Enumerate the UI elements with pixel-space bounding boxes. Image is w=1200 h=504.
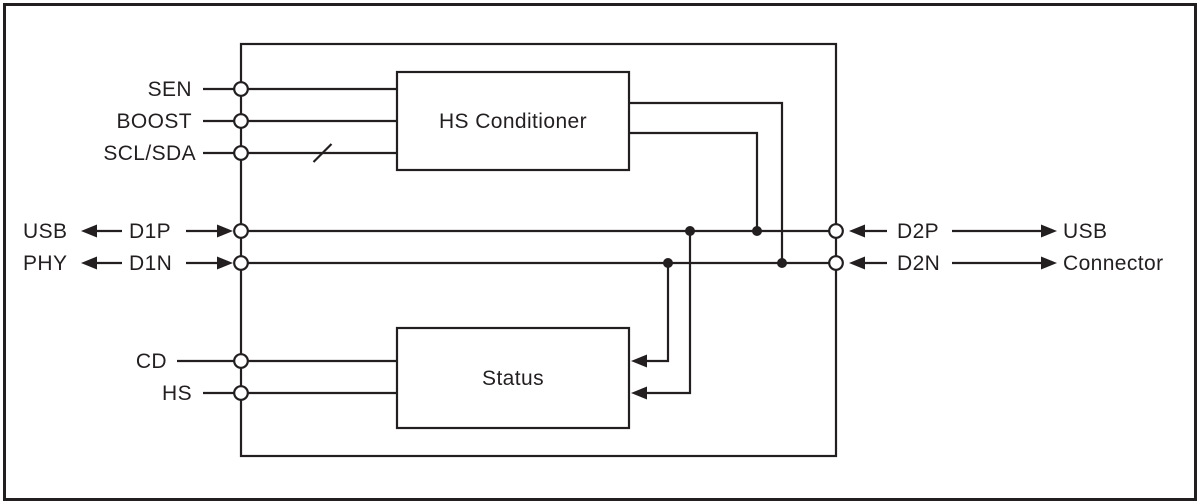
junction-dots (663, 226, 787, 268)
label-d1p: D1P (129, 220, 171, 243)
arrowhead-into-status-lower (631, 386, 647, 400)
pin-d1p (233, 223, 249, 239)
pin-labels: SEN BOOST SCL/SDA USB D1P PHY D1N CD HS … (23, 78, 1164, 405)
junction-d1p-status (685, 226, 695, 236)
pin-hs (233, 385, 249, 401)
wires (96, 87, 1042, 395)
hs-conditioner-block: HS Conditioner (395, 70, 631, 172)
arrowhead-d2n-to-connector (1041, 256, 1057, 270)
junction-d1n-hscond (777, 258, 787, 268)
pin-cd (233, 353, 249, 369)
arrowhead-d2p-into-pin (849, 224, 865, 238)
arrowhead-d2p-to-connector (1041, 224, 1057, 238)
chip-boundary (239, 42, 838, 458)
label-connector-right: Connector (1063, 252, 1164, 275)
wire-hscond-to-d1p (629, 131, 759, 231)
label-boost: BOOST (116, 110, 192, 133)
label-scl-sda: SCL/SDA (103, 142, 196, 165)
wire-d1n-to-status (647, 263, 670, 363)
pin-d2p (828, 223, 844, 239)
label-phy-left: PHY (23, 252, 67, 275)
status-block: Status (395, 326, 631, 430)
outer-frame (3, 3, 1197, 501)
junction-d1p-hscond (752, 226, 762, 236)
pin-d2n (828, 255, 844, 271)
label-cd: CD (136, 350, 167, 373)
arrowhead-d2n-into-pin (849, 256, 865, 270)
hs-conditioner-label: HS Conditioner (439, 110, 587, 133)
wire-hscond-to-d1n (629, 101, 784, 263)
pin-terminals (233, 81, 844, 401)
label-hs: HS (162, 382, 192, 405)
label-d1n: D1N (129, 252, 172, 275)
label-sen: SEN (148, 78, 192, 101)
arrowhead-d1p-to-usb (81, 224, 97, 238)
pin-sen (233, 81, 249, 97)
pin-scl-sda (233, 145, 249, 161)
label-usb-left: USB (23, 220, 67, 243)
bus-slash-mark (312, 143, 333, 163)
wire-d1p-to-status (647, 231, 692, 395)
status-label: Status (482, 367, 544, 390)
arrowhead-d1n-to-phy (81, 256, 97, 270)
junction-d1n-status (663, 258, 673, 268)
arrowhead-d1p-to-pin (217, 224, 233, 238)
arrowhead-into-status-upper (631, 354, 647, 368)
label-d2p: D2P (897, 220, 939, 243)
pin-d1n (233, 255, 249, 271)
pin-boost (233, 113, 249, 129)
arrowhead-d1n-to-pin (217, 256, 233, 270)
label-usb-right: USB (1063, 220, 1107, 243)
status-box (395, 326, 631, 430)
label-d2n: D2N (897, 252, 940, 275)
arrowheads (81, 224, 1057, 400)
hs-conditioner-box (395, 70, 631, 172)
